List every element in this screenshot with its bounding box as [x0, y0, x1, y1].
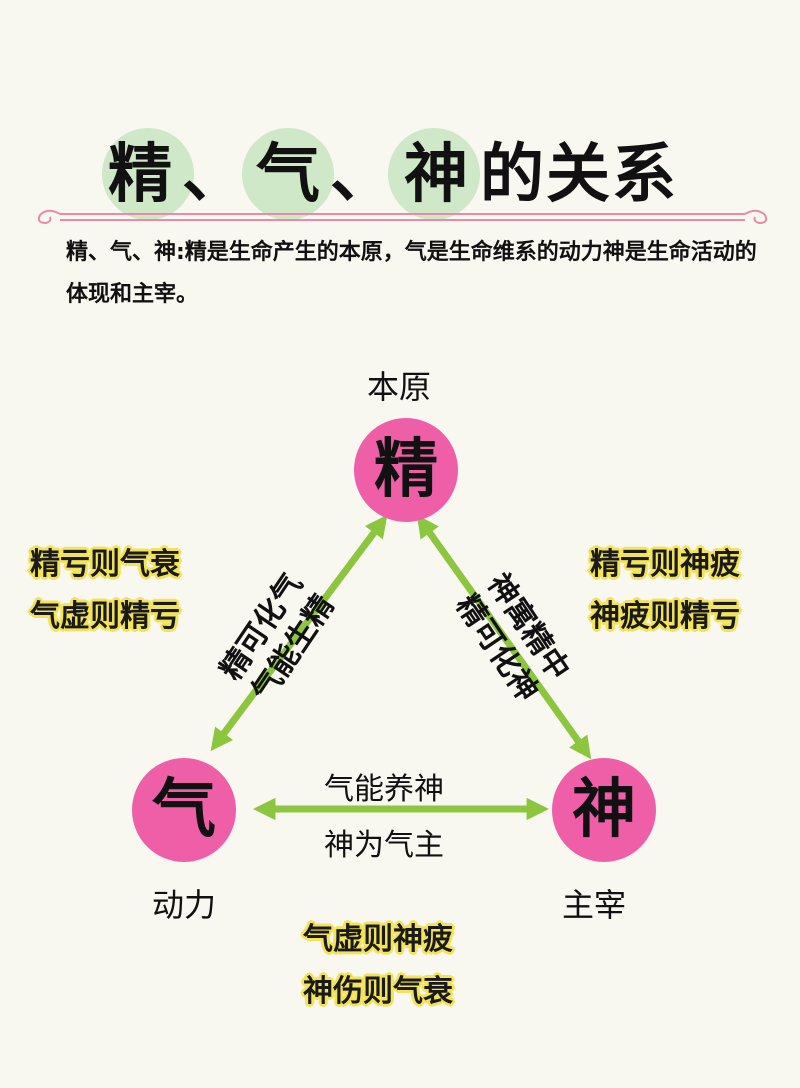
note-left-line2: 气虚则精亏 — [30, 599, 180, 634]
title-char-comma-2: 、 — [330, 138, 396, 212]
divider-curl-left — [37, 209, 61, 225]
node-label-jing: 本原 — [367, 368, 432, 406]
arrow-jing-qi — [210, 514, 388, 752]
title-circle-1 — [102, 128, 194, 220]
node-label-qi: 动力 — [152, 886, 217, 924]
page-title: 精、气、神的关系 — [104, 135, 724, 215]
title-char-shen: 神 — [404, 138, 470, 212]
note-left-line1: 精亏则气衰 — [30, 547, 180, 582]
title-char-qi: 气 — [256, 138, 322, 212]
title-char-jing: 精 — [108, 138, 174, 212]
title-circle-2 — [242, 128, 334, 220]
node-jing: 精 — [354, 418, 458, 522]
note-right-line2: 神疲则精亏 — [590, 599, 740, 634]
note-right: 精亏则神疲 神疲则精亏 — [590, 545, 740, 637]
intro-text: 精、气、神:精是生命产生的本原，气是生命维系的动力神是生命活动的体现和主宰。 — [66, 240, 757, 307]
title-circle-3 — [388, 128, 480, 220]
note-left: 精亏则气衰 气虚则精亏 — [30, 545, 180, 637]
note-bottom-line2: 神伤则气衰 — [303, 974, 453, 1009]
note-bottom-line1: 气虚则神疲 — [303, 922, 453, 957]
note-right-line1: 精亏则神疲 — [590, 547, 740, 582]
node-qi: 气 — [132, 758, 236, 862]
node-shen: 神 — [552, 758, 656, 862]
arrow-jing-shen — [416, 514, 592, 760]
title-char-comma-1: 、 — [182, 138, 248, 212]
edge-label-bottom-top: 气能养神 — [324, 772, 444, 807]
node-label-shen: 主宰 — [562, 886, 627, 924]
divider-curl-right — [744, 209, 768, 225]
title-rest: 的关系 — [480, 138, 678, 212]
title-divider — [37, 209, 768, 225]
note-bottom: 气虚则神疲 神伤则气衰 — [303, 920, 453, 1012]
edge-label-bottom-bottom: 神为气主 — [324, 828, 444, 863]
